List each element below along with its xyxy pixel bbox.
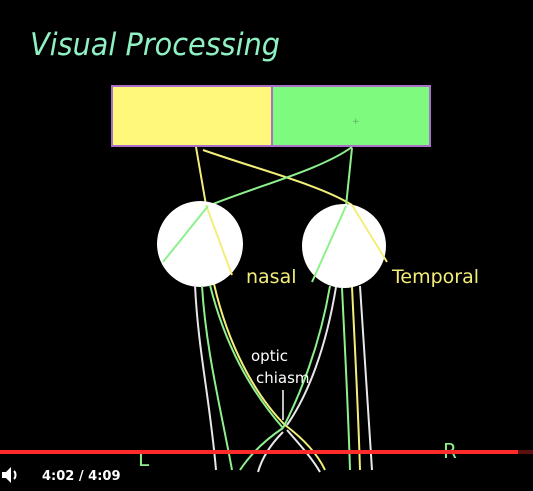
ray-yellow-to-left-eye [195,146,207,206]
nasal-label: nasal [246,266,297,288]
optic-chiasm-label-line2: chiasm [256,369,310,387]
time-separator: / [74,469,89,484]
fixation-mark: + [352,117,360,127]
left-nerve-green-inner [209,284,284,429]
visual-field-right-green [272,86,430,146]
ray-green-to-right-eye [345,147,353,207]
left-eye [157,201,243,287]
current-time: 4:02 [42,469,75,484]
light-rays [195,146,353,207]
optic-nerves [194,283,373,473]
left-nerve-green-outer [201,285,233,471]
left-nerve-yellow [213,283,286,426]
duration: 4:09 [88,469,121,484]
diagram-title: Visual Processing [30,27,280,63]
right-nerve-green-outer [341,287,351,471]
ray-yellow-to-right-eye [202,149,353,206]
optic-chiasm-label-line1: optic [251,347,288,365]
right-nerve-white [359,285,373,471]
ray-green-to-left-eye [207,146,353,207]
speaker-icon[interactable] [0,463,24,487]
right-nerve-white-inner [286,286,337,426]
time-display: 4:02 / 4:09 [42,469,121,484]
retina-rays [162,204,388,283]
right-nerve-green-inner [282,285,331,429]
player-controls: 4:02 / 4:09 [0,455,533,491]
right-nerve-yellow [351,286,361,471]
visual-field-left-yellow [112,86,272,146]
temporal-label: Temporal [391,266,479,288]
chiasm-cross-2 [284,424,326,471]
chiasm-cross-1 [239,427,284,471]
left-nerve-white [194,284,217,471]
